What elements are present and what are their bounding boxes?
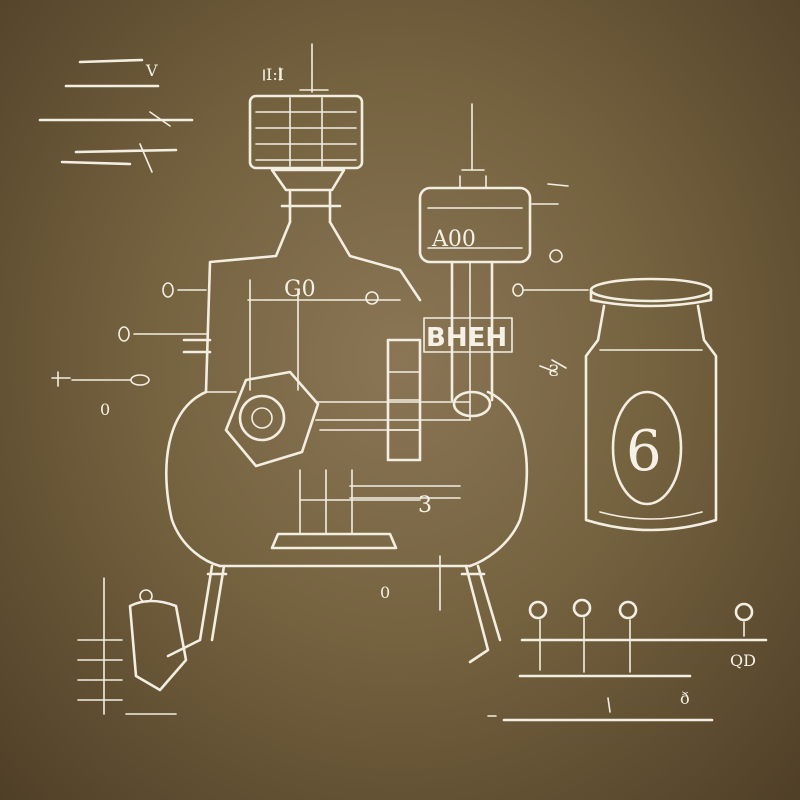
bottom-left-mark: 0 — [380, 583, 390, 602]
jar-connector: Ƨ — [512, 283, 589, 380]
vessel-upper: G0 — [204, 220, 422, 394]
top-left-notes: V — [38, 58, 194, 173]
side-mark: Ƨ — [548, 361, 559, 380]
vessel-lower: 3 — [165, 390, 529, 568]
jar-label: 6 — [626, 419, 662, 484]
upper-tower-mark: I:I — [266, 65, 284, 84]
small-tower: A00 — [418, 103, 569, 421]
bottom-right-rail: QD ð — [487, 598, 768, 722]
bottom-left-stand — [77, 577, 188, 715]
bottom-right-label: QD — [730, 651, 756, 670]
valve-block-label: BHEH — [426, 323, 507, 353]
hex-fitting — [224, 370, 320, 468]
left-connectors: 0 — [51, 282, 212, 419]
main-tower: I:I — [248, 43, 364, 224]
valve-block: BHEH — [386, 317, 513, 462]
vessel-label: G0 — [284, 277, 316, 302]
side-dot: 0 — [100, 400, 110, 419]
top-left-mark: V — [145, 61, 158, 80]
specimen-jar: 6 — [584, 277, 718, 532]
lower-mid-label: 3 — [418, 493, 432, 518]
vessel-legs — [166, 555, 502, 664]
bottom-small-mark: ð — [680, 689, 690, 708]
small-tower-label: A00 — [431, 227, 476, 252]
